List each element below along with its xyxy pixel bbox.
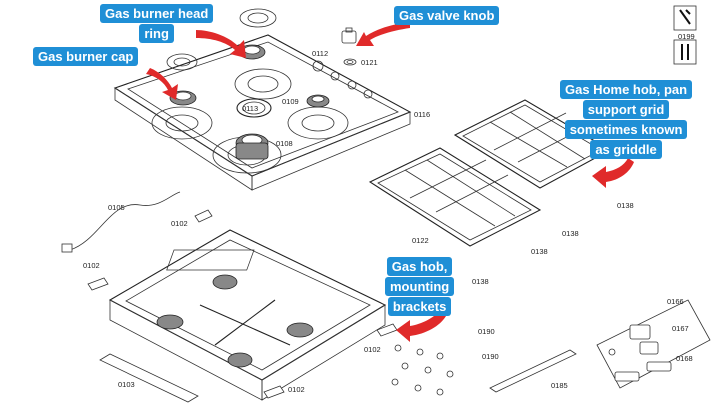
arrow-burner-cap [146, 68, 178, 100]
part-number: 0190 [482, 352, 499, 361]
part-number: 0168 [676, 354, 693, 363]
part-number: 0112 [312, 49, 328, 58]
arrow-pan-support [592, 158, 634, 188]
part-number: 0185 [551, 381, 568, 390]
part-number: 0167 [672, 324, 689, 333]
seal-strip [99, 353, 199, 403]
callout-burner-head-ring: Gas burner head ring [100, 4, 214, 43]
loose-burner-cap [166, 53, 198, 71]
part-number: 0138 [617, 201, 634, 210]
arrow-head-ring [196, 30, 246, 58]
callout-line: mounting [385, 277, 455, 296]
callout-line: Gas hob, [386, 257, 453, 276]
part-number: 0102 [171, 219, 188, 228]
part-number: 0190 [478, 327, 495, 336]
callout-burner-cap: Gas burner cap [33, 47, 139, 66]
part-number: 0116 [414, 110, 430, 119]
pan-support-grid-front [368, 147, 542, 247]
part-number: 0102 [364, 345, 381, 354]
screws [391, 344, 454, 396]
wrench-icon [673, 5, 697, 65]
part-number: 0108 [276, 139, 293, 148]
part-number: 0102 [288, 385, 305, 394]
part-number: 0138 [531, 247, 548, 256]
callout-mounting-brackets: Gas hob, mounting brackets [385, 257, 455, 316]
callout-pan-support-grid: Gas Home hob, pan support grid sometimes… [560, 80, 693, 159]
part-number: 0166 [667, 297, 684, 306]
valve-knob-part [341, 27, 357, 44]
callout-line: support grid [582, 100, 670, 119]
part-number: 0103 [118, 380, 135, 389]
part-number: 0121 [361, 58, 378, 67]
callout-valve-knob: Gas valve knob [394, 6, 500, 25]
part-number: 0105 [108, 203, 125, 212]
part-number: 0109 [282, 97, 299, 106]
rail-strip [489, 349, 577, 393]
arrow-mounting-brackets [396, 310, 446, 342]
part-number: 0102 [83, 261, 100, 270]
part-number: 0199 [678, 32, 695, 41]
part-number: 0113 [242, 104, 258, 113]
callout-line: as griddle [590, 140, 662, 159]
callout-line: Gas Home hob, pan [560, 80, 693, 99]
power-cable [69, 191, 181, 251]
loose-burner-ring [239, 8, 277, 28]
hob-chassis [108, 229, 387, 401]
part-number: 0122 [412, 236, 429, 245]
valve-assembly [596, 299, 711, 389]
callout-line: ring [139, 24, 174, 43]
callout-line: brackets [387, 297, 452, 316]
callout-line: sometimes known [564, 120, 688, 139]
callout-line: Gas burner head [100, 4, 214, 23]
arrow-valve-knob [356, 22, 410, 46]
part-number: 0138 [562, 229, 579, 238]
part-number: 0138 [472, 277, 489, 286]
